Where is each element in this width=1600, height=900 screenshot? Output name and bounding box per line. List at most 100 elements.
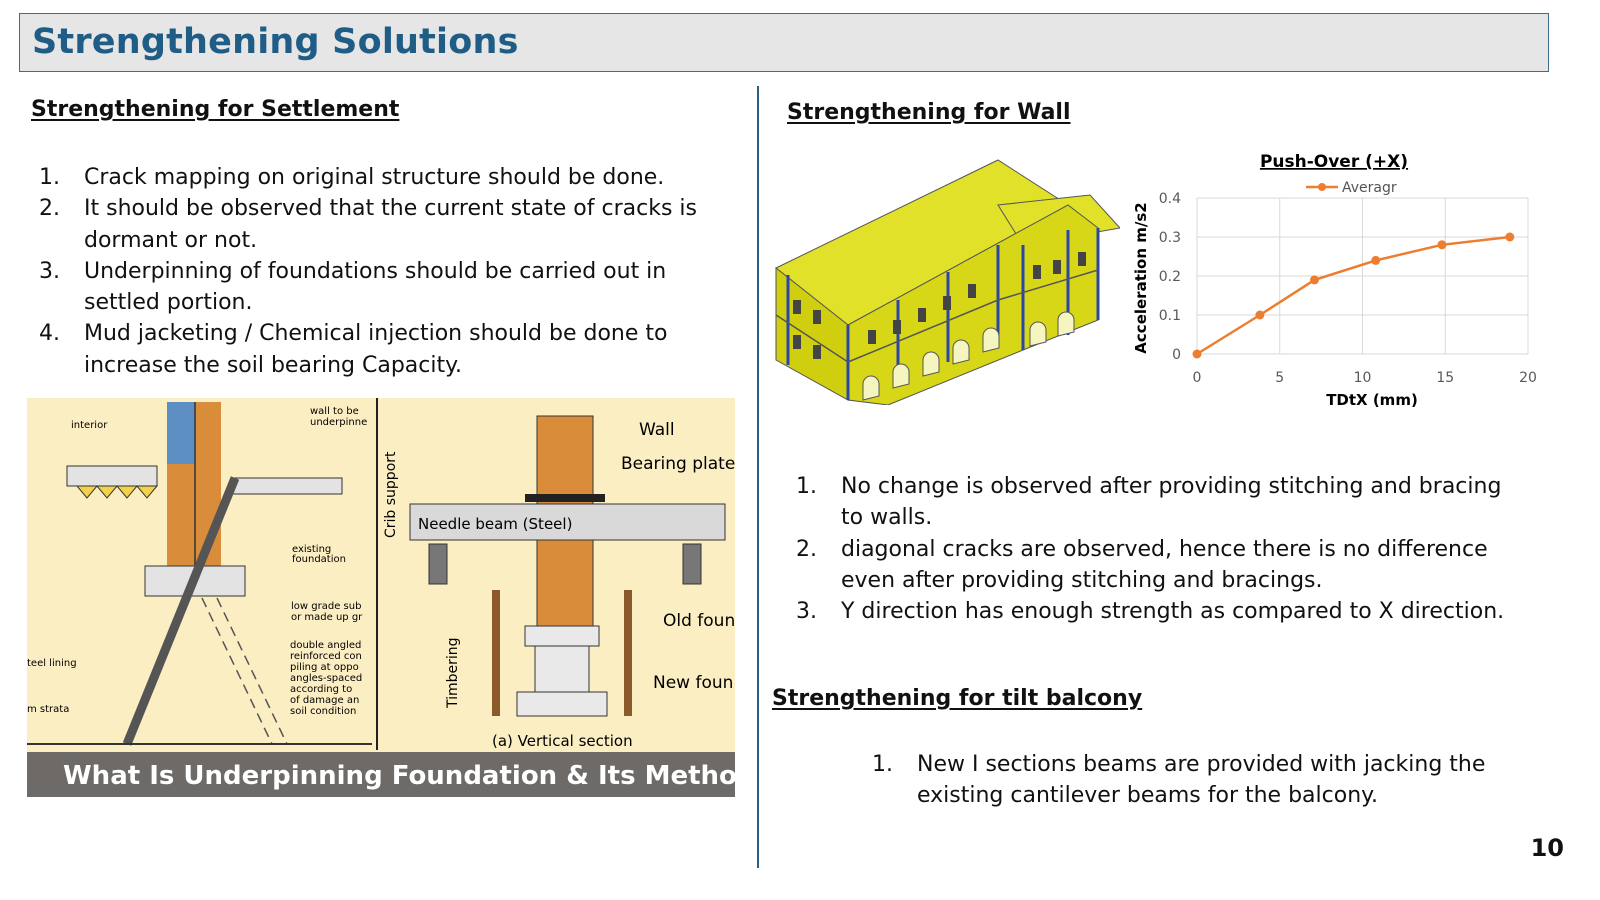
y-tick-label: 0.3 (1159, 230, 1181, 246)
chart-grid (1196, 197, 1529, 355)
underpinning-figure: interior wall to be underpinne existing … (27, 398, 735, 797)
pushover-chart: Push-Over (+X) Averagr 0 0.1 0.2 0.3 0.4 0 5 10… (1130, 145, 1550, 420)
wall-heading: Strengthening for Wall (787, 100, 1071, 125)
label-double-7: soil condition (290, 706, 356, 717)
list-item: 4. Mud jacketing / Chemical injection sho… (39, 318, 719, 381)
list-number: 1. (39, 165, 60, 190)
data-point (1310, 275, 1320, 285)
settlement-list: 1. Crack mapping on original structure sh… (39, 162, 719, 381)
data-point (1255, 310, 1265, 320)
data-point (1437, 240, 1447, 250)
building-model (775, 159, 1121, 406)
label-steel-lining: teel lining (27, 658, 77, 669)
label-right-wall: Wall (639, 420, 675, 440)
label-bearing-plate: Bearing plate (621, 454, 735, 474)
underpinning-diagram: interior wall to be underpinne existing … (27, 398, 735, 797)
floor-slab (66, 465, 158, 487)
legend-marker (1318, 183, 1326, 191)
y-tick-label: 0 (1172, 347, 1181, 363)
list-item: 3. Underpinning of foundations should be … (39, 256, 719, 319)
label-double-2: reinforced con (290, 651, 362, 662)
y-tick-label: 0.2 (1159, 269, 1181, 285)
list-number: 1. (796, 474, 817, 499)
label-crib-support: Crib support (383, 451, 399, 538)
y-axis-label: Acceleration m/s2 (1132, 202, 1150, 353)
x-tick-label: 10 (1354, 370, 1372, 386)
x-tick-label: 20 (1519, 370, 1537, 386)
ground-slab (231, 477, 343, 495)
figure-background (27, 398, 735, 797)
list-number: 2. (796, 536, 817, 562)
caption-band (27, 752, 735, 797)
label-double-6: of damage an (290, 695, 359, 706)
x-tick-label: 5 (1275, 370, 1284, 386)
label-low-grade: low grade sub (291, 601, 361, 612)
x-tick-label: 0 (1193, 370, 1202, 386)
label-vertical-section: (a) Vertical section (492, 732, 633, 750)
data-point (1192, 349, 1202, 359)
data-point (1371, 255, 1381, 265)
label-low-grade-2: or made up gr (291, 612, 363, 623)
list-text: Y direction has enough strength as compa… (841, 599, 1505, 625)
balcony-heading: Strengthening for tilt balcony (772, 686, 1143, 711)
list-number: 1. (872, 752, 893, 777)
label-new-foundation: New foun (653, 673, 733, 693)
label-double-5: according to (290, 684, 352, 695)
balcony-list: 1. New I sections beams are provided with… (872, 749, 1512, 812)
series-line (1196, 235, 1510, 356)
list-item: 2. diagonal cracks are observed, hence t… (796, 534, 1526, 597)
wall-orange-lower (167, 464, 195, 572)
chart-ticks: 0 0.1 0.2 0.3 0.4 0 5 10 15 20 (1159, 191, 1537, 386)
label-strata: m strata (27, 704, 69, 715)
label-wall-2: underpinne (310, 417, 367, 428)
list-item: 1. Crack mapping on original structure sh… (39, 162, 719, 193)
y-tick-label: 0.1 (1159, 308, 1181, 324)
needle-beam (409, 503, 726, 541)
list-text: Mud jacketing / Chemical injection shoul… (84, 321, 668, 378)
title-bar: Strengthening Solutions (19, 13, 1549, 72)
label-old-foundation: Old foun (663, 611, 735, 631)
data-point (1505, 232, 1515, 242)
list-text: diagonal cracks are observed, hence ther… (841, 536, 1488, 593)
list-number: 3. (796, 599, 817, 625)
list-item: 2. It should be observed that the current… (39, 193, 719, 256)
label-double-4: angles-spaced (290, 673, 362, 684)
list-item: 1. No change is observed after providing … (796, 471, 1526, 534)
column-divider (757, 86, 759, 868)
pushover-chart-svg: Push-Over (+X) Averagr 0 0.1 0.2 0.3 0.4 0 5 10… (1132, 152, 1537, 409)
legend-label: Averagr (1342, 180, 1397, 196)
chart-plot (1192, 232, 1515, 359)
list-text: No change is observed after providing st… (841, 474, 1502, 531)
x-axis-label: TDtX (mm) (1326, 391, 1418, 409)
chart-legend: Averagr (1306, 180, 1397, 196)
list-item: 1. New I sections beams are provided with… (872, 749, 1512, 812)
list-item: 3. Y direction has enough strength as co… (796, 596, 1526, 627)
bearing-plate (525, 494, 605, 502)
label-existing: existing (292, 544, 331, 555)
list-text: New I sections beams are provided with j… (917, 752, 1486, 809)
building-model-image (768, 150, 1121, 406)
page-number: 10 (1530, 834, 1564, 862)
list-text: Crack mapping on original structure shou… (84, 165, 665, 190)
list-text: Underpinning of foundations should be ca… (84, 258, 667, 316)
wall-list: 1. No change is observed after providing … (796, 471, 1526, 627)
figure-caption: What Is Underpinning Foundation & Its Me… (63, 761, 735, 791)
label-timbering: Timbering (445, 637, 461, 709)
label-wall: wall to be (310, 406, 359, 417)
list-text: It should be observed that the current s… (84, 196, 697, 253)
list-number: 4. (39, 321, 60, 347)
wall-hatched (167, 402, 195, 464)
label-double-3: piling at oppo (290, 662, 359, 673)
list-number: 2. (39, 196, 60, 222)
x-tick-label: 15 (1436, 370, 1454, 386)
chart-title: Push-Over (+X) (1260, 152, 1408, 172)
steel-lining (122, 476, 240, 746)
label-double-1: double angled (290, 640, 361, 651)
page-title: Strengthening Solutions (32, 22, 519, 62)
label-needle-beam: Needle beam (Steel) (418, 515, 572, 533)
label-foundation: foundation (292, 554, 346, 565)
settlement-heading: Strengthening for Settlement (31, 97, 400, 122)
y-tick-label: 0.4 (1159, 191, 1181, 207)
label-interior: interior (71, 420, 108, 431)
list-number: 3. (39, 258, 60, 284)
